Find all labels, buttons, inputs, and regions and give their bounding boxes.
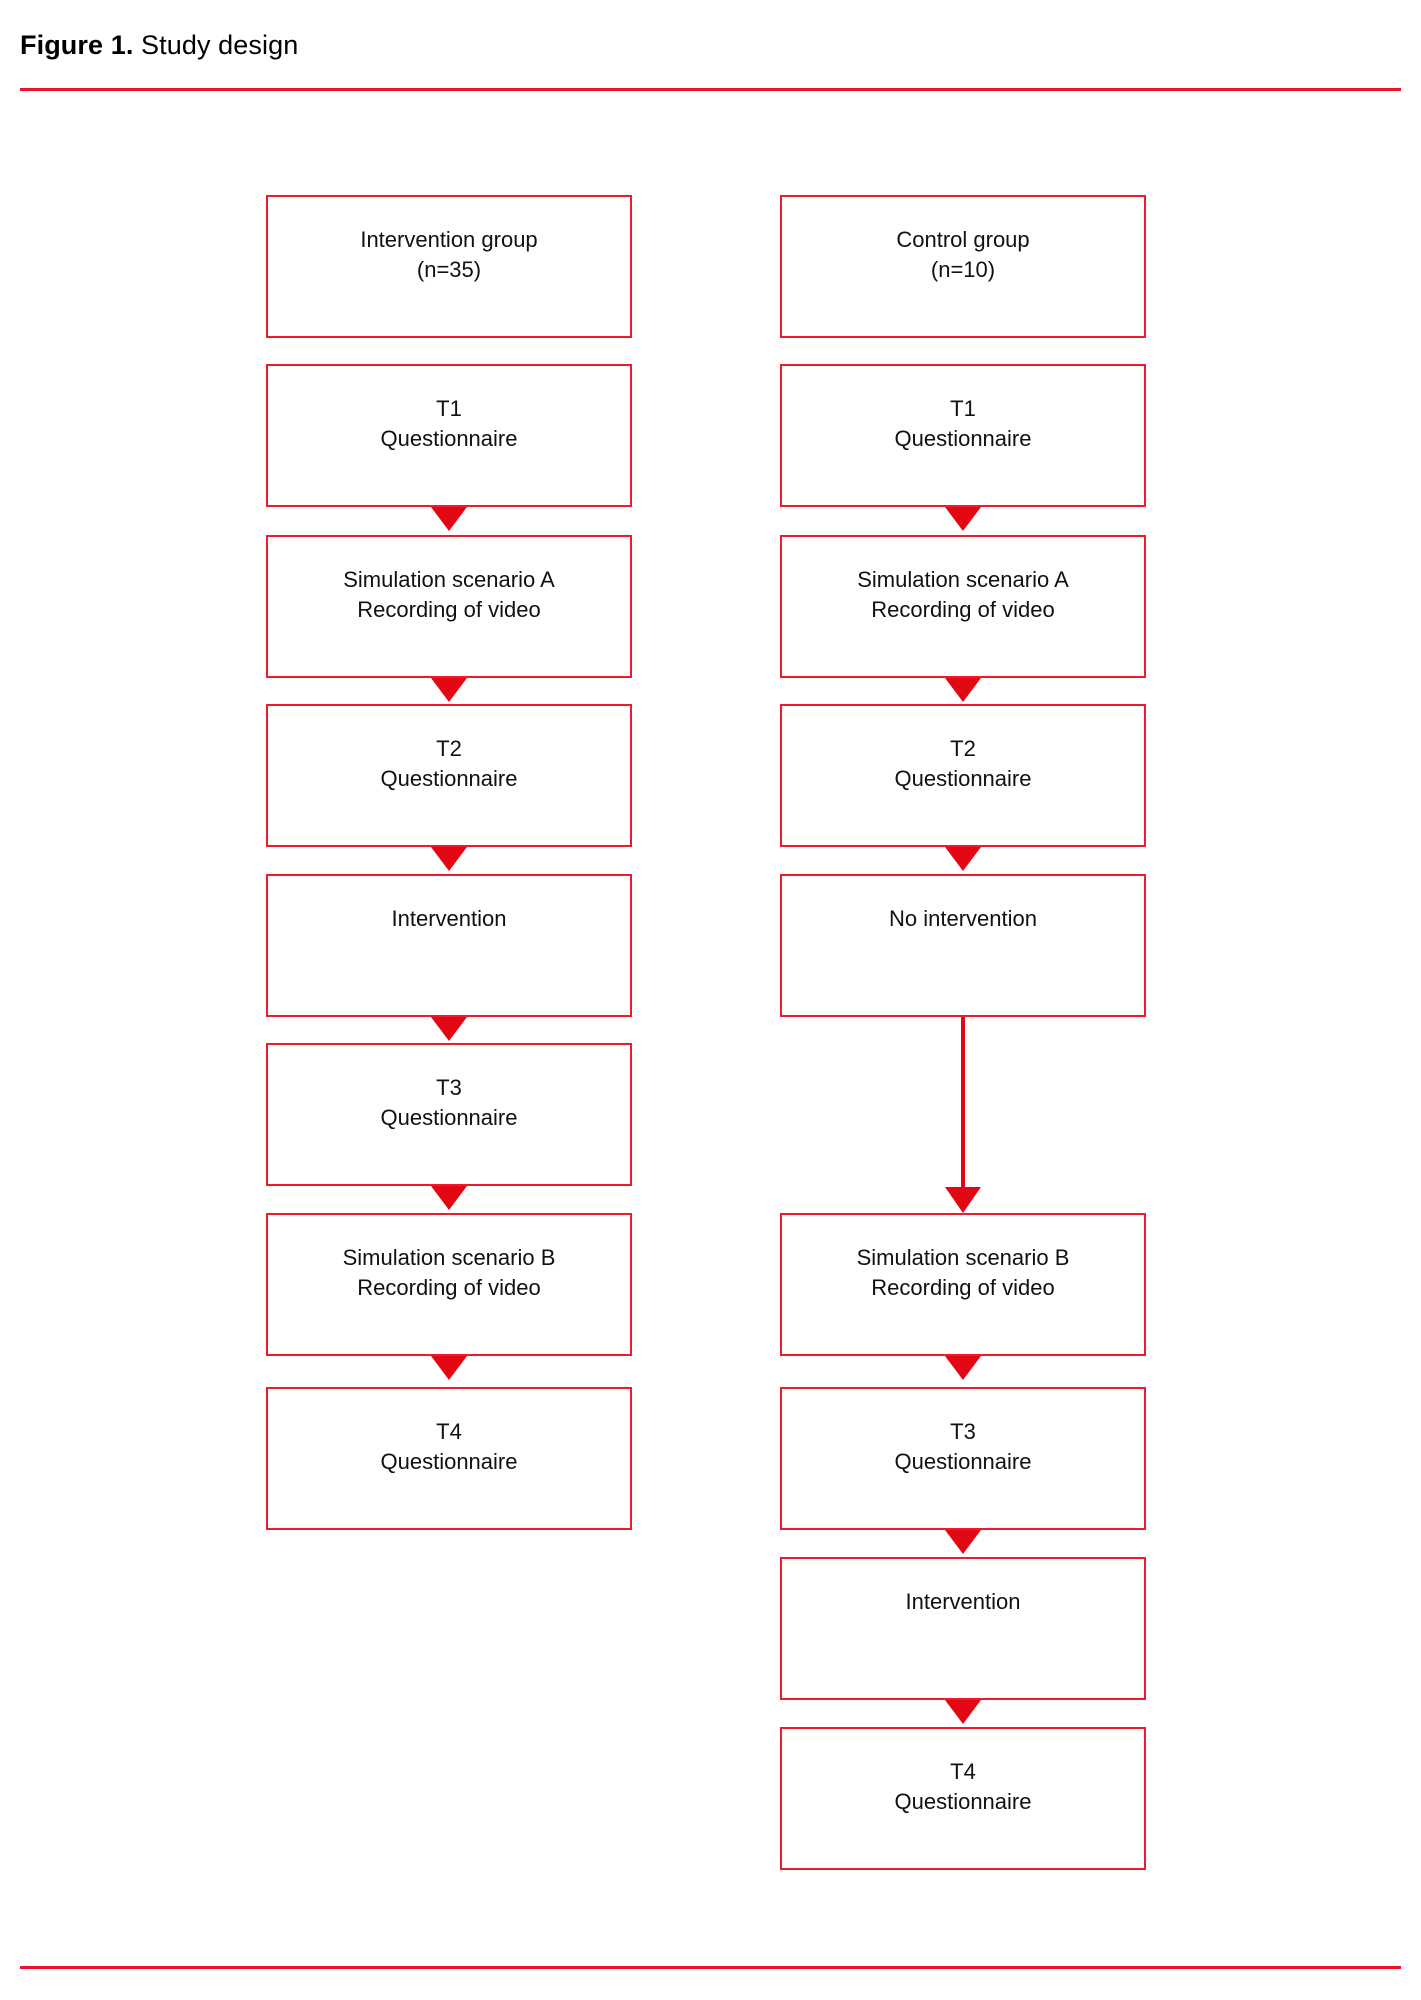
footer-rule	[20, 1966, 1401, 1969]
arrow-down-icon	[431, 507, 467, 531]
node-label: Intervention	[391, 906, 507, 931]
arrow-down-icon	[431, 847, 467, 871]
node-right-no-intervention: No intervention	[780, 874, 1146, 1017]
arrow-down-icon	[945, 507, 981, 531]
node-control-group: Control group(n=10)	[780, 195, 1146, 338]
figure-header: Figure 1. Study design	[0, 0, 1421, 95]
node-label: No intervention	[889, 906, 1037, 931]
node-label: Control group(n=10)	[896, 227, 1030, 282]
node-right-intervention: Intervention	[780, 1557, 1146, 1700]
figure-title: Figure 1. Study design	[20, 30, 298, 61]
arrow-down-icon	[945, 1356, 981, 1380]
arrow-down-icon	[945, 1530, 981, 1554]
node-label: Intervention	[905, 1589, 1021, 1614]
arrow-down-icon	[431, 1017, 467, 1041]
long-arrow-down-icon	[945, 1017, 981, 1213]
arrow-down-icon	[431, 1356, 467, 1380]
arrow-down-icon	[945, 678, 981, 702]
node-label: Intervention group(n=35)	[360, 227, 538, 282]
node-intervention-group: Intervention group(n=35)	[266, 195, 632, 338]
arrow-down-icon	[431, 678, 467, 702]
figure-caption: Study design	[133, 30, 299, 60]
figure-number: Figure 1.	[20, 30, 134, 60]
node-left-intervention: Intervention	[266, 874, 632, 1017]
arrow-down-icon	[945, 1700, 981, 1724]
arrow-down-icon	[945, 847, 981, 871]
header-rule	[20, 88, 1401, 91]
arrow-down-icon	[431, 1186, 467, 1210]
